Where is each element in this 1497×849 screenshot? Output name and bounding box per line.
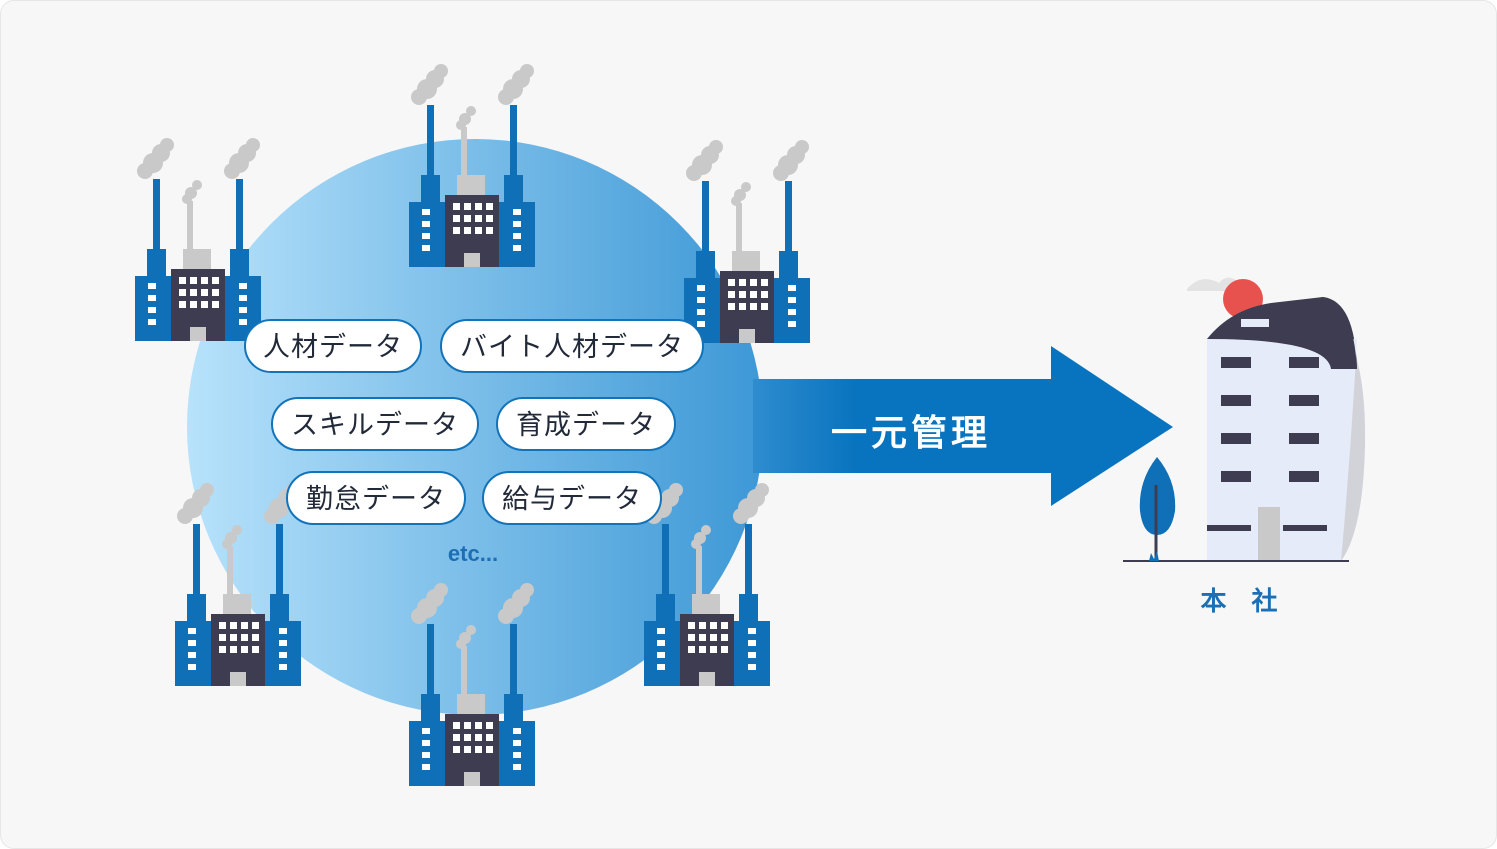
- office-building-icon: [1123, 277, 1366, 562]
- etc-label: etc...: [447, 541, 499, 566]
- data-item-pill: 給与データ: [482, 471, 662, 525]
- headquarters-label: 本 社: [1200, 587, 1286, 617]
- factory-icon: [135, 138, 261, 341]
- factory-icon: [684, 140, 810, 343]
- centralized-management-label: 一元管理: [830, 413, 991, 454]
- data-item-pill: スキルデータ: [271, 397, 479, 451]
- right-arrow-icon: [753, 346, 1173, 506]
- data-item-pill: 勤怠データ: [286, 471, 466, 525]
- tree-icon: [1139, 457, 1176, 561]
- data-item-pill: バイト人材データ: [440, 319, 704, 373]
- data-item-pill: 人材データ: [244, 319, 422, 373]
- data-item-pill: 育成データ: [496, 397, 676, 451]
